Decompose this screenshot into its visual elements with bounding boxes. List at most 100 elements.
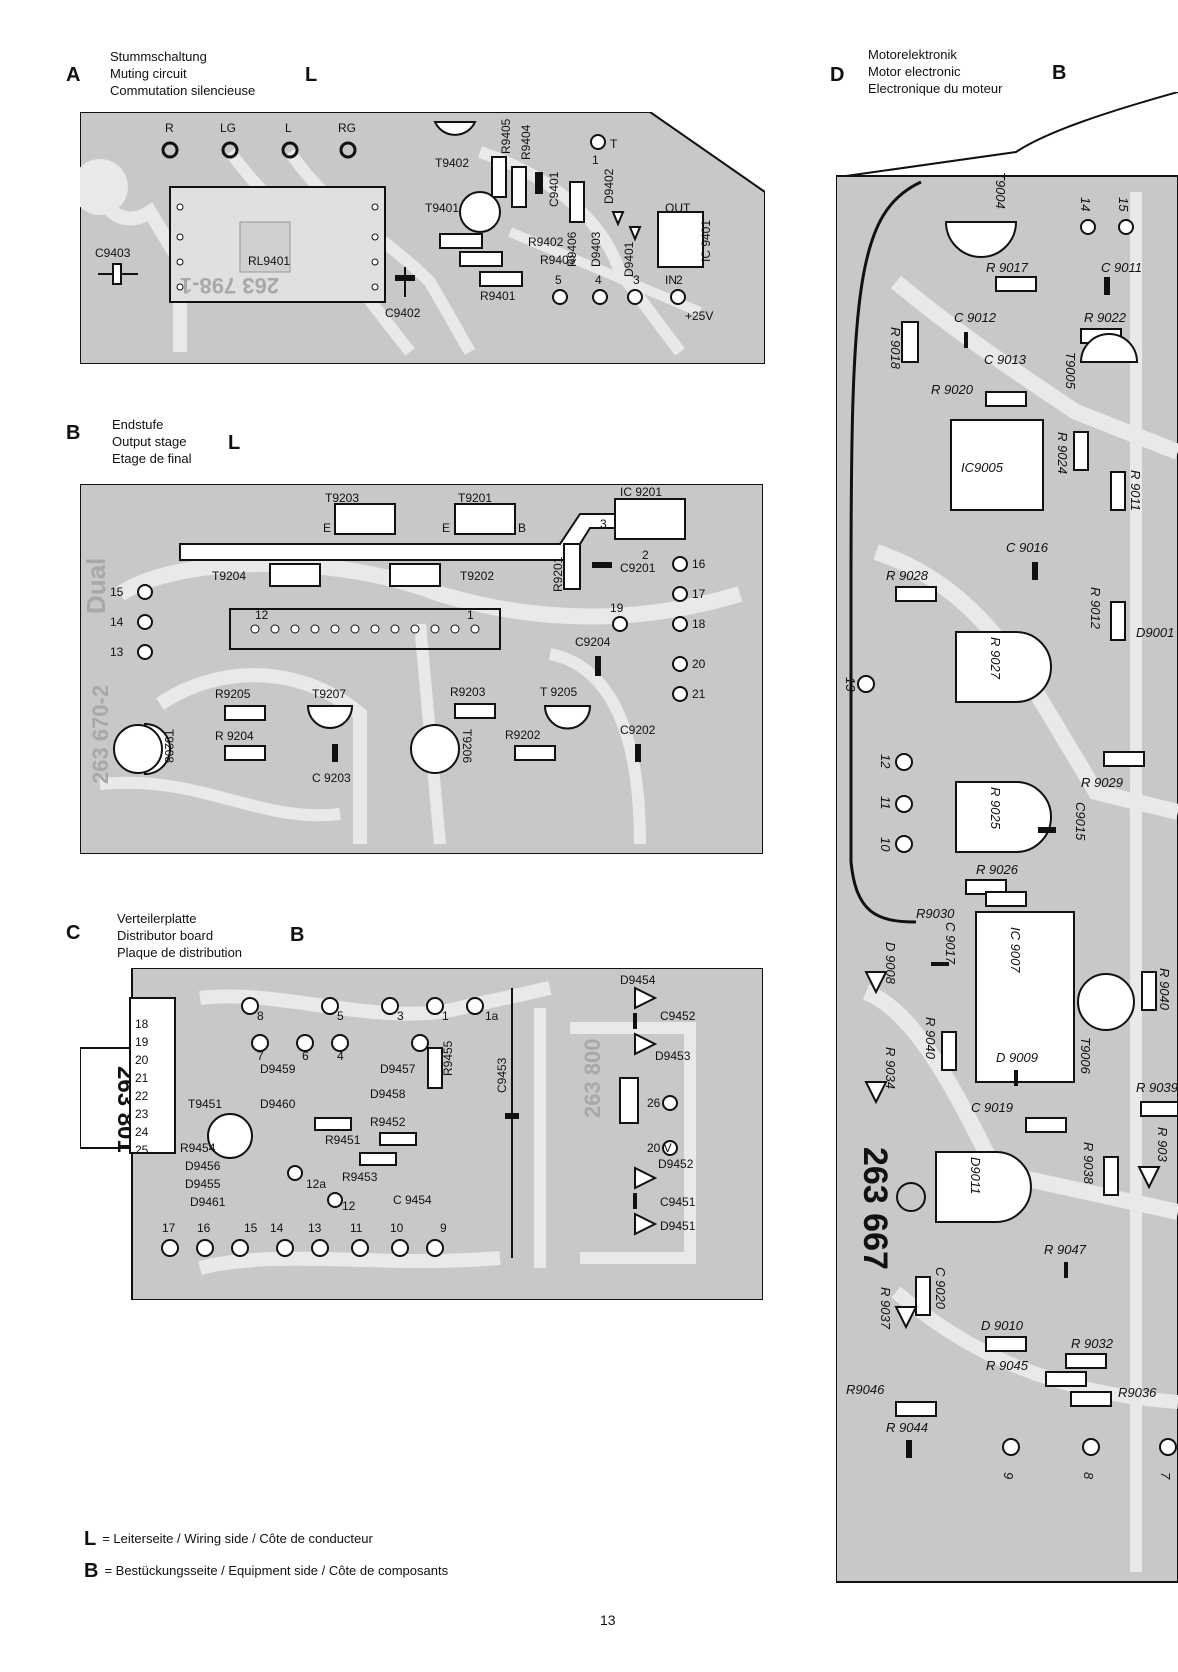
section-a-side: L [305,64,318,86]
label-r9401: R9401 [480,289,516,303]
board-c-side-number: 263 800 [580,1038,605,1118]
label-t9204: T9204 [212,569,246,583]
terminal-13: 13 [843,677,858,692]
section-d-letter: D [830,64,845,86]
label-c9020: R 9047 [1044,1242,1087,1257]
label-r9024: R 9024 [1055,432,1070,474]
terminal-4: 4 [337,1049,344,1063]
label-r9025: R 9025 [988,787,1003,830]
label-r9029: R 9029 [1081,775,1123,790]
label-r9036: R9046 [846,1382,885,1397]
board-b-number: 263 670-2 [88,685,113,784]
terminal-11: 11 [350,1221,363,1235]
terminal-e-1: E [323,521,331,535]
label-c9204: C9204 [575,635,611,649]
terminal-20: 20 [692,657,706,671]
label-c9012: C 9012 [954,310,997,325]
terminal-7: 7 [257,1049,264,1063]
section-a-title-de: Stummschaltung [110,49,207,64]
label-t9004: T9004 [993,172,1008,209]
section-a-letter: A [66,64,81,86]
label-c9017: C 9017 [943,922,958,965]
terminal-12: 12 [878,754,893,769]
label-rl9401: RL9401 [248,254,290,268]
section-c-title-en: Distributor board [117,928,214,943]
terminal-12a: 12a [306,1177,326,1191]
terminal-6: 6 [302,1049,309,1063]
label-c9454: C 9454 [393,1193,432,1207]
label-r9038: D9011 [968,1157,983,1194]
terminal-3: 3 [633,273,640,287]
terminal-9: 9 [440,1221,447,1235]
section-b-title-fr: Etage de final [112,451,192,466]
terminal-1: 1 [442,1009,449,1023]
label-t9401: T9401 [425,201,459,215]
label-c9453: C9453 [495,1057,509,1093]
label-t9005: T9005 [1063,352,1078,390]
terminal-1a: 1a [485,1009,499,1023]
terminal-27: 26 [647,1096,661,1110]
board-d-motor-electronic: T9004 14 15 R 9017 C 9011 R 9018 C 9012 … [836,92,1178,1583]
section-b-side: L [228,432,241,454]
label-c9011: C 9011 [1101,260,1142,275]
label-r9034: R 9040 [923,1017,938,1060]
label-r9044: R9036 [1118,1385,1157,1400]
terminal-21: 21 [692,687,706,701]
label-d9456: D9456 [185,1159,221,1173]
section-b-letter: B [66,422,81,444]
label-t9201: T9201 [458,491,492,505]
label-c9019: D 9009 [996,1050,1038,1065]
label-r9030: R9030 [916,906,955,921]
board-c-distributor: 263 801 263 800 18 19 20 21 22 23 24 25 … [80,968,763,1300]
svg-text:Dual: Dual [81,558,111,614]
terminal-2: 2 [676,273,683,287]
label-t9402: T9402 [435,156,469,170]
label-c9202: C9202 [620,723,656,737]
label-t9202: T9202 [460,569,494,583]
label-d9008: D 9008 [883,942,898,985]
terminal-18: 18 [692,617,706,631]
label-r9017: R 9017 [986,260,1029,275]
terminal-3: 3 [397,1009,404,1023]
label-r9026: R 9026 [976,862,1019,877]
label-c9013: C 9013 [984,352,1027,367]
label-d9453: D9453 [655,1049,691,1063]
terminal-11: 11 [878,796,893,810]
terminal-in: IN [665,273,677,287]
section-a-title-en: Muting circuit [110,66,187,81]
terminal-5: 5 [555,273,562,287]
label-d9001: D9001 [1136,625,1174,640]
label-c9201: C9201 [620,561,656,575]
terminal-l: L [285,121,292,135]
terminal-10: 10 [390,1221,404,1235]
label-d9454: D9454 [620,973,656,987]
section-d-title-fr: Electronique du moteur [868,81,1003,96]
terminal-17: 17 [692,587,706,601]
label-d9401: D9401 [622,241,636,277]
label-d9455: D9455 [185,1177,221,1191]
label-r9037: C 9020 [933,1267,948,1310]
terminal-8: 8 [257,1009,264,1023]
section-d-titles: Motorelektronik Motor electronic Electro… [868,46,1002,97]
label-r9202: R9202 [505,728,541,742]
label-r9040: R 9040 [1157,968,1172,1011]
label-r9203: R9203 [450,685,486,699]
label-d9457: D9457 [380,1062,416,1076]
legend-equipment-side: B= Bestückungsseite / Equipment side / C… [84,1560,448,1583]
terminal-17: 17 [162,1221,176,1235]
terminal-t: T [610,137,618,151]
terminal-b: B [518,521,526,535]
label-c9015: C9015 [1073,802,1088,841]
terminal-10: 10 [878,837,893,852]
label-c9452: C9452 [660,1009,696,1023]
label-c9402: C9402 [385,306,421,320]
label-d9009: R 9034 [883,1047,898,1089]
label-d9451: D9451 [660,1219,696,1233]
label-c9203: C 9203 [312,771,351,785]
label-t9205: T 9205 [540,685,577,699]
terminal-7: 7 [1158,1472,1173,1480]
terminal-15: 15 [110,585,124,599]
label-c9016: C 9016 [1006,540,1049,555]
section-b-title-de: Endstufe [112,417,164,432]
terminal-out: OUT [665,201,691,215]
